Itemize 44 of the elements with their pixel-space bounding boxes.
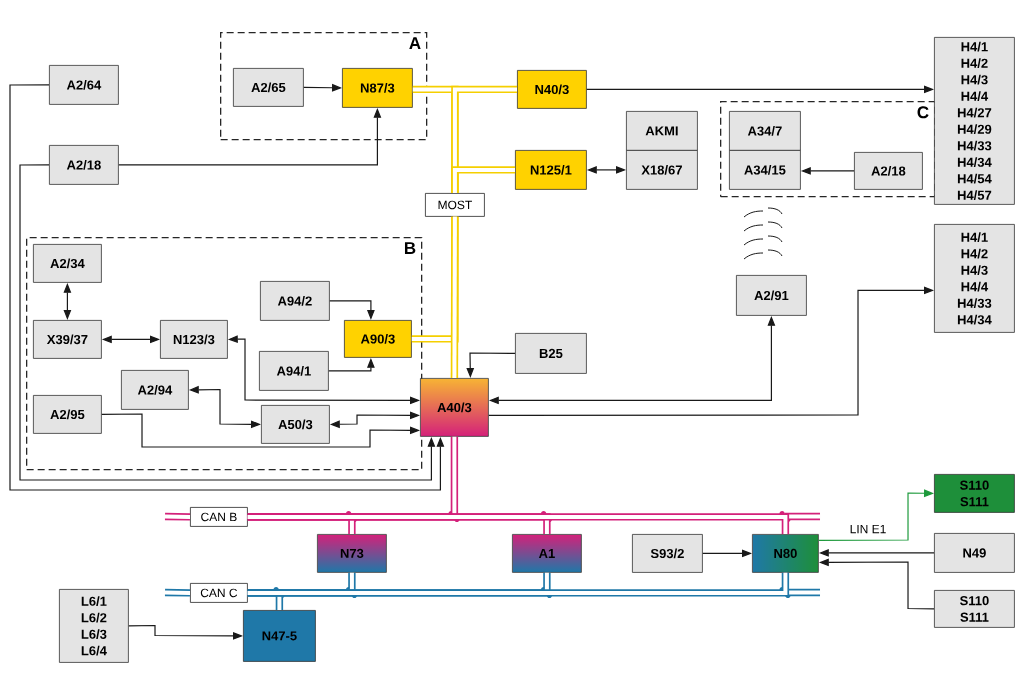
- component-box: A40/3: [420, 378, 489, 437]
- bus-label: CAN C: [190, 583, 248, 603]
- component-box: A2/65: [233, 68, 304, 107]
- component-box: A94/2: [260, 281, 330, 321]
- bus-connection: [450, 216, 459, 379]
- component-box: H4/1 H4/2 H4/3 H4/4 H4/33 H4/34: [934, 224, 1015, 333]
- component-box: A94/1: [259, 351, 329, 391]
- component-box: S110 S111: [934, 474, 1015, 513]
- component-box: A2/95: [33, 395, 102, 434]
- component-box: A2/18: [854, 152, 923, 190]
- component-box: S93/2: [632, 534, 703, 573]
- component-box: L6/1 L6/2 L6/3 L6/4: [59, 589, 129, 663]
- arrow: [19, 164, 436, 481]
- arrow: [9, 84, 445, 491]
- bus-connection: [451, 166, 515, 193]
- component-box: N87/3: [342, 68, 413, 108]
- component-box: X18/67: [626, 150, 698, 190]
- bus-connection: [247, 572, 790, 597]
- bus-connection: [247, 513, 790, 534]
- edge-label: LIN E1: [848, 523, 888, 535]
- component-box: A2/34: [33, 244, 102, 283]
- component-box: A2/94: [121, 370, 189, 410]
- component-box: B25: [515, 333, 587, 374]
- component-box: A50/3: [261, 405, 330, 444]
- component-box: A2/18: [49, 145, 119, 185]
- component-box: X39/37: [33, 320, 102, 359]
- component-box: N123/3: [160, 320, 228, 359]
- bus-label: MOST: [425, 193, 485, 217]
- component-box: A34/15: [729, 150, 801, 190]
- component-box: A34/7: [729, 111, 801, 151]
- component-box: N73: [317, 534, 387, 573]
- component-box: N49: [934, 533, 1015, 573]
- component-box: N47-5: [243, 610, 316, 662]
- component-box: S110 S111: [934, 590, 1015, 628]
- component-box: A1: [512, 534, 582, 573]
- component-box: N80: [752, 534, 819, 573]
- component-box: AKMI: [626, 111, 698, 151]
- component-box: A2/91: [736, 275, 807, 316]
- component-box: N125/1: [515, 150, 587, 190]
- component-box: A2/64: [49, 65, 119, 105]
- bus-label: CAN B: [190, 507, 248, 527]
- component-box: A90/3: [344, 320, 412, 358]
- component-box: N40/3: [517, 70, 587, 109]
- component-box: H4/1 H4/2 H4/3 H4/4 H4/27 H4/29 H4/33 H4/34 H4/54 H4/57: [934, 37, 1015, 205]
